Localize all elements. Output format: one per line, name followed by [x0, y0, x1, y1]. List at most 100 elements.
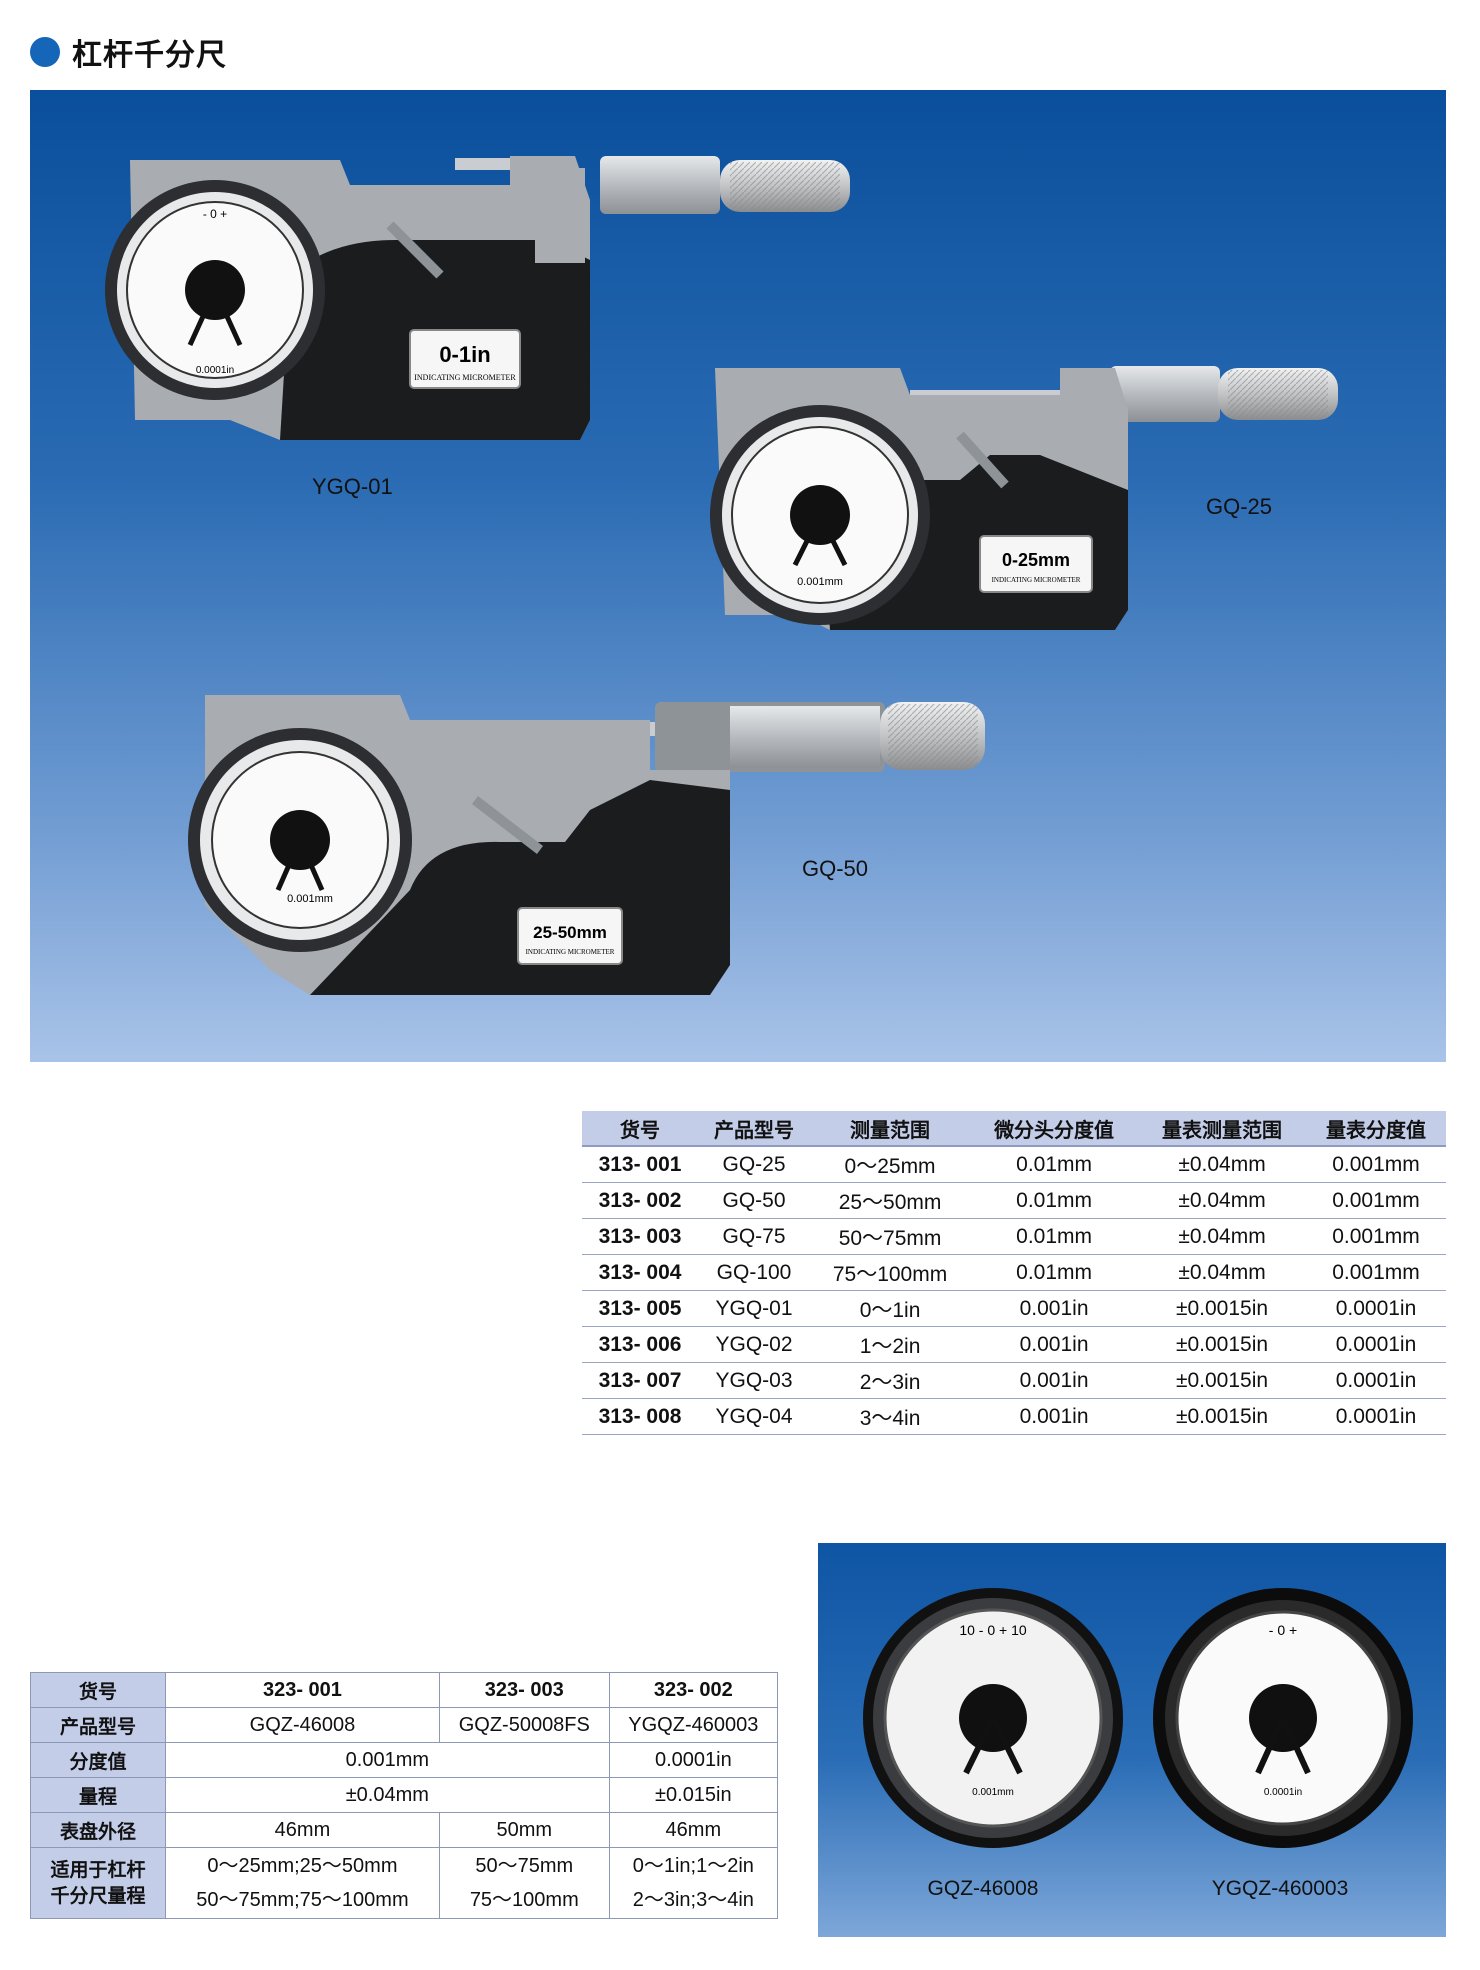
row-header-resolution: 分度值: [30, 1742, 166, 1778]
svg-text:0-1in: 0-1in: [439, 342, 490, 367]
svg-text:25-50mm: 25-50mm: [533, 923, 607, 942]
cell-model: GQZ-46008: [165, 1707, 440, 1743]
svg-text:0.0001in: 0.0001in: [196, 365, 234, 376]
svg-text:10 - 0 + 10: 10 - 0 + 10: [959, 1622, 1027, 1638]
table-row: 货号 323- 001 323- 003 323- 002: [30, 1672, 779, 1708]
header-model: 产品型号: [698, 1111, 810, 1146]
row-header-code: 货号: [30, 1672, 166, 1708]
table-row: 313- 003 GQ-75 50～75mm 0.01mm ±0.04mm 0.…: [582, 1218, 1446, 1255]
cell-dial-range: ±0.0015in: [1138, 1362, 1306, 1399]
cell-dial-resolution: 0.001mm: [1306, 1218, 1446, 1255]
dial-label-gqz-46008: GQZ-46008: [928, 1877, 1039, 1900]
header-dial-range: 量表测量范围: [1138, 1111, 1306, 1146]
svg-text:INDICATING MICROMETER: INDICATING MICROMETER: [992, 576, 1081, 584]
header-code: 货号: [582, 1111, 699, 1146]
row-header-line: 适用于杠杆: [50, 1859, 146, 1881]
cell-model: GQ-50: [698, 1182, 810, 1219]
cell-code: 313- 006: [582, 1326, 699, 1363]
cell-range: 50～75mm: [810, 1218, 971, 1255]
svg-text:0-25mm: 0-25mm: [1002, 550, 1070, 570]
dial-photo-panel: 10 - 0 + 10 0.001mm - 0 + 0.0001in GQZ-4…: [818, 1543, 1446, 1937]
cell-range: ±0.015in: [608, 1777, 779, 1813]
cell-model: GQ-75: [698, 1218, 810, 1255]
cell-code: 313- 008: [582, 1398, 699, 1435]
table-row: 适用于杠杆 千分尺量程 0～25mm;25～50mm 50～75mm;75～10…: [30, 1847, 779, 1919]
cell-range: ±0.04mm: [165, 1777, 610, 1813]
table-row: 313- 004 GQ-100 75～100mm 0.01mm ±0.04mm …: [582, 1254, 1446, 1291]
cell-head-resolution: 0.001in: [970, 1362, 1139, 1399]
dial-indicators: 10 - 0 + 10 0.001mm - 0 + 0.0001in GQZ-4…: [863, 1588, 1413, 1900]
cell-code: 313- 007: [582, 1362, 699, 1399]
micrometer-illustrations: - 0 + 0.0001in 0-1in INDICATING MICROMET…: [105, 156, 1338, 995]
cell-model: YGQ-02: [698, 1326, 810, 1363]
svg-text:- 0 +: - 0 +: [1269, 1622, 1297, 1638]
cell-code: 323- 003: [438, 1672, 610, 1708]
cell-model: YGQ-04: [698, 1398, 810, 1435]
cell-line: 0～1in;1～2in: [632, 1855, 754, 1877]
cell-code: 313- 001: [582, 1146, 699, 1183]
cell-code: 313- 003: [582, 1218, 699, 1255]
cell-range: 3～4in: [810, 1398, 971, 1435]
row-header-applicable: 适用于杠杆 千分尺量程: [30, 1847, 166, 1919]
table-row: 量程 ±0.04mm ±0.015in: [30, 1777, 779, 1813]
micrometer-ygq-01: - 0 + 0.0001in 0-1in INDICATING MICROMET…: [105, 156, 850, 440]
micrometer-gq-50: 0.001mm 25-50mm INDICATING MICROMETER: [188, 695, 985, 995]
svg-text:- 0 +: - 0 +: [203, 207, 227, 221]
cell-dial-range: ±0.04mm: [1138, 1146, 1306, 1183]
cell-head-resolution: 0.01mm: [970, 1146, 1139, 1183]
table-row: 产品型号 GQZ-46008 GQZ-50008FS YGQZ-460003: [30, 1707, 779, 1743]
cell-line: 50～75mm: [475, 1855, 574, 1877]
table-row: 分度值 0.001mm 0.0001in: [30, 1742, 779, 1778]
cell-range: 1～2in: [810, 1326, 971, 1363]
table-row: 313- 006 YGQ-02 1～2in 0.001in ±0.0015in …: [582, 1326, 1446, 1363]
page-title: 杠杆千分尺: [72, 38, 227, 73]
cell-dial-range: ±0.04mm: [1138, 1254, 1306, 1291]
cell-diameter: 50mm: [438, 1812, 610, 1848]
cell-code: 313- 005: [582, 1290, 699, 1327]
header-range: 测量范围: [810, 1111, 971, 1146]
cell-model: GQ-25: [698, 1146, 810, 1183]
cell-dial-resolution: 0.0001in: [1306, 1398, 1446, 1435]
cell-model: YGQ-03: [698, 1362, 810, 1399]
table-row: 313- 005 YGQ-01 0～1in 0.001in ±0.0015in …: [582, 1290, 1446, 1327]
svg-text:INDICATING MICROMETER: INDICATING MICROMETER: [526, 948, 615, 956]
cell-model: YGQZ-460003: [608, 1707, 779, 1743]
cell-model: YGQ-01: [698, 1290, 810, 1327]
row-header-line: 千分尺量程: [50, 1885, 146, 1907]
table-row: 表盘外径 46mm 50mm 46mm: [30, 1812, 779, 1848]
svg-text:0.001mm: 0.001mm: [287, 893, 333, 905]
cell-range: 0～25mm: [810, 1146, 971, 1183]
cell-applicable: 50～75mm 75～100mm: [438, 1847, 610, 1919]
cell-dial-range: ±0.0015in: [1138, 1398, 1306, 1435]
cell-resolution: 0.0001in: [608, 1742, 779, 1778]
model-label-gq-50: GQ-50: [802, 856, 869, 881]
cell-applicable: 0～1in;1～2in 2～3in;3～4in: [608, 1847, 779, 1919]
cell-head-resolution: 0.001in: [970, 1398, 1139, 1435]
cell-dial-resolution: 0.001mm: [1306, 1146, 1446, 1183]
table-header-row: 货号 产品型号 测量范围 微分头分度值 量表测量范围 量表分度值: [582, 1111, 1446, 1146]
cell-dial-range: ±0.04mm: [1138, 1218, 1306, 1255]
product-photo-panel: - 0 + 0.0001in 0-1in INDICATING MICROMET…: [30, 90, 1446, 1062]
cell-model: GQ-100: [698, 1254, 810, 1291]
model-label-ygq-01: YGQ-01: [312, 474, 393, 499]
micrometer-gq-25: 0.001mm 0-25mm INDICATING MICROMETER: [710, 366, 1338, 630]
bullet-icon: [30, 37, 60, 67]
cell-head-resolution: 0.01mm: [970, 1182, 1139, 1219]
cell-dial-range: ±0.0015in: [1138, 1326, 1306, 1363]
dial-unit-in: 0.0001in: [1264, 1787, 1302, 1798]
cell-dial-resolution: 0.001mm: [1306, 1182, 1446, 1219]
section-header: 杠杆千分尺: [30, 30, 227, 74]
dial-unit-mm: 0.001mm: [972, 1787, 1014, 1798]
cell-line: 2～3in;3～4in: [632, 1889, 754, 1911]
cell-dial-resolution: 0.0001in: [1306, 1326, 1446, 1363]
cell-code: 313- 002: [582, 1182, 699, 1219]
cell-line: 0～25mm;25～50mm: [207, 1855, 398, 1877]
dial-ygqz-460003: - 0 + 0.0001in: [1153, 1588, 1413, 1848]
cell-head-resolution: 0.001in: [970, 1290, 1139, 1327]
cell-dial-resolution: 0.001mm: [1306, 1254, 1446, 1291]
cell-line: 75～100mm: [469, 1889, 579, 1911]
row-header-range: 量程: [30, 1777, 166, 1813]
cell-diameter: 46mm: [165, 1812, 440, 1848]
model-label-gq-25: GQ-25: [1206, 494, 1273, 519]
cell-dial-range: ±0.04mm: [1138, 1182, 1306, 1219]
